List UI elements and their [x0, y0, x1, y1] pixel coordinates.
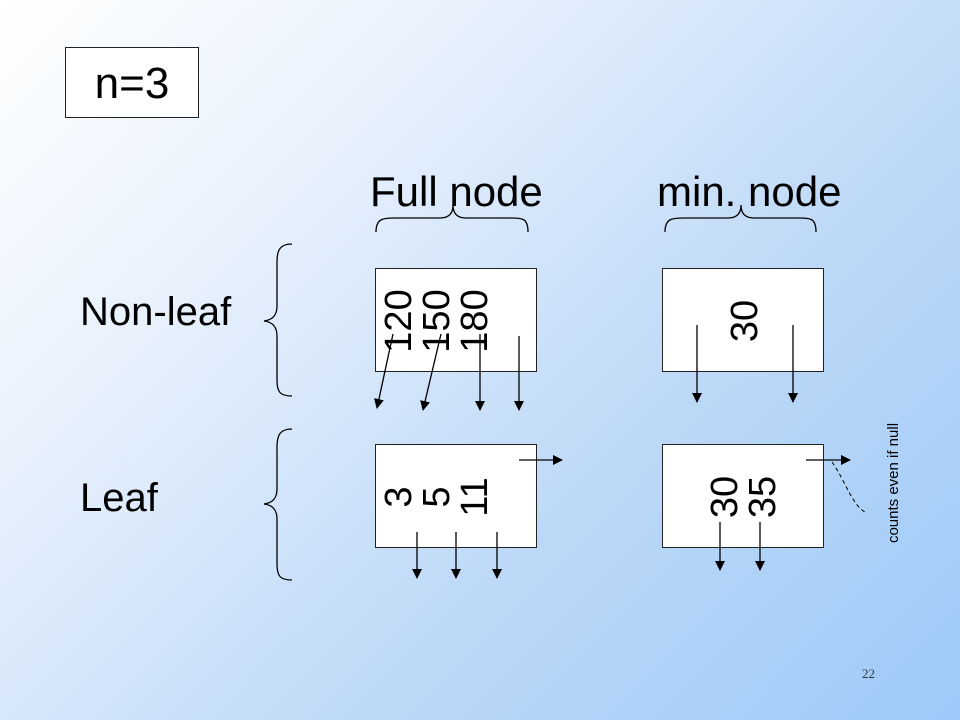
full-nonleaf-node: 120 150 180: [375, 268, 537, 372]
full-leaf-node: 3 5 11: [375, 444, 537, 548]
full-node-brace: [375, 204, 529, 233]
pointer-arrow: [374, 333, 394, 409]
slide-number: 22: [862, 666, 875, 681]
min-leaf-node: 30 35: [662, 444, 824, 548]
leaf-label: Leaf: [80, 476, 158, 520]
full-node-heading: Full node: [370, 168, 543, 215]
non-leaf-label: Non-leaf: [80, 290, 232, 334]
n-value-box: n=3: [65, 47, 199, 118]
min-node-heading: min. node: [657, 168, 842, 215]
pointer-arrow: [420, 333, 442, 411]
non-leaf-brace: [263, 243, 293, 397]
leaf-brace: [263, 428, 293, 581]
min-nonleaf-node: 30: [662, 268, 824, 372]
annotation-dashed-connector: [831, 461, 866, 513]
min-node-brace: [664, 204, 817, 233]
